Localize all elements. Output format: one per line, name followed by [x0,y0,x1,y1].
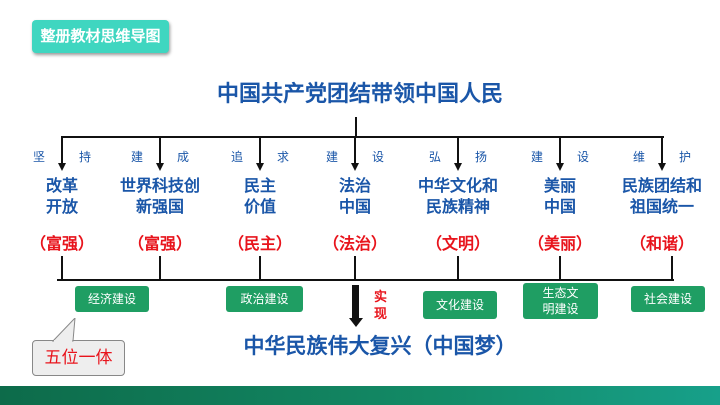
name-line: 祖国统一 [629,197,694,216]
column-name: 法治中国 [300,175,410,217]
verb-char: 建 [131,150,144,164]
name-line: 法治 [338,176,371,195]
verb-char: 设 [371,150,384,164]
column-name: 改革开放 [7,175,117,217]
column-value: （法治） [322,234,387,253]
verb-char: 坚 [33,150,46,164]
branch-line [457,136,459,164]
main-title: 中国共产党团结带领中国人民 [216,82,503,107]
column-value: （文明） [425,234,490,253]
column-name: 中华文化和民族精神 [403,175,513,217]
name-line: 中国 [338,197,371,216]
value-line [457,256,459,280]
realize-char: 现 [374,307,388,322]
column-value: （和谐） [629,234,694,253]
column-verb: 建设 [505,148,615,165]
name-line: 价值 [243,197,276,216]
verb-char: 求 [276,150,289,164]
verb-char: 护 [678,150,691,164]
value-line [559,256,561,280]
verb-char: 弘 [429,150,442,164]
value-line [354,256,356,280]
verb-char: 建 [326,150,339,164]
value-line [671,256,673,280]
branch-arrowhead [256,163,264,171]
construction-ecological: 生态文明建设 [523,283,598,319]
name-line: 新强国 [135,197,184,216]
column-verb: 追求 [205,148,315,165]
column-verb: 建成 [105,148,215,165]
value-line [159,256,161,280]
realize-arrowhead [349,318,363,327]
column-value: （民主） [227,234,292,253]
footer-bar [0,386,720,405]
column-name: 世界科技创新强国 [105,175,215,217]
verb-char: 成 [176,150,189,164]
goal-text: 中华民族伟大复兴（中国梦） [243,334,517,358]
verb-char: 追 [231,150,244,164]
construction-political: 政治建设 [226,286,303,312]
branch-arrowhead [58,163,66,171]
column-verb: 弘扬 [403,148,513,165]
realize-char: 实 [374,290,388,305]
name-line: 改革 [45,176,78,195]
construction-cultural: 文化建设 [423,291,497,319]
column-name: 美丽中国 [505,175,615,217]
eco-line1: 生态文 [542,286,579,300]
eco-line2: 明建设 [542,302,579,316]
branch-line [354,136,356,164]
verb-char: 设 [576,150,589,164]
construction-economic: 经济建设 [75,286,149,312]
name-line: 中华文化和 [417,176,498,195]
column-value: （美丽） [527,234,592,253]
branch-arrowhead [351,163,359,171]
connector [62,136,664,138]
column-verb: 维护 [607,148,717,165]
branch-line [159,136,161,164]
branch-arrowhead [556,163,564,171]
name-line: 开放 [45,197,78,216]
branch-arrowhead [156,163,164,171]
name-line: 民族团结和 [621,176,702,195]
branch-arrowhead [454,163,462,171]
branch-arrowhead [658,163,666,171]
value-line [259,256,261,280]
mindmap-tag: 整册教材思维导图 [32,20,169,53]
connector [57,279,674,281]
name-line: 民主 [243,176,276,195]
name-line: 美丽 [543,176,576,195]
realize-arrow [352,285,359,319]
verb-char: 持 [78,150,91,164]
value-line [61,256,63,280]
column-name: 民族团结和祖国统一 [607,175,717,217]
realize-label: 实现 [374,289,390,323]
name-line: 世界科技创 [119,176,200,195]
verb-char: 维 [633,150,646,164]
verb-char: 扬 [474,150,487,164]
branch-line [61,136,63,164]
branch-line [661,136,663,164]
bubble-tail [51,318,76,342]
verb-char: 建 [531,150,544,164]
column-value: （富强） [29,234,94,253]
column-name: 民主价值 [205,175,315,217]
name-line: 民族精神 [425,197,490,216]
construction-social: 社会建设 [631,286,705,312]
connector [355,117,357,137]
branch-line [259,136,261,164]
column-value: （富强） [127,234,192,253]
five-in-one-bubble: 五位一体 [32,340,125,376]
column-verb: 建设 [300,148,410,165]
name-line: 中国 [543,197,576,216]
branch-line [559,136,561,164]
column-verb: 坚持 [7,148,117,165]
